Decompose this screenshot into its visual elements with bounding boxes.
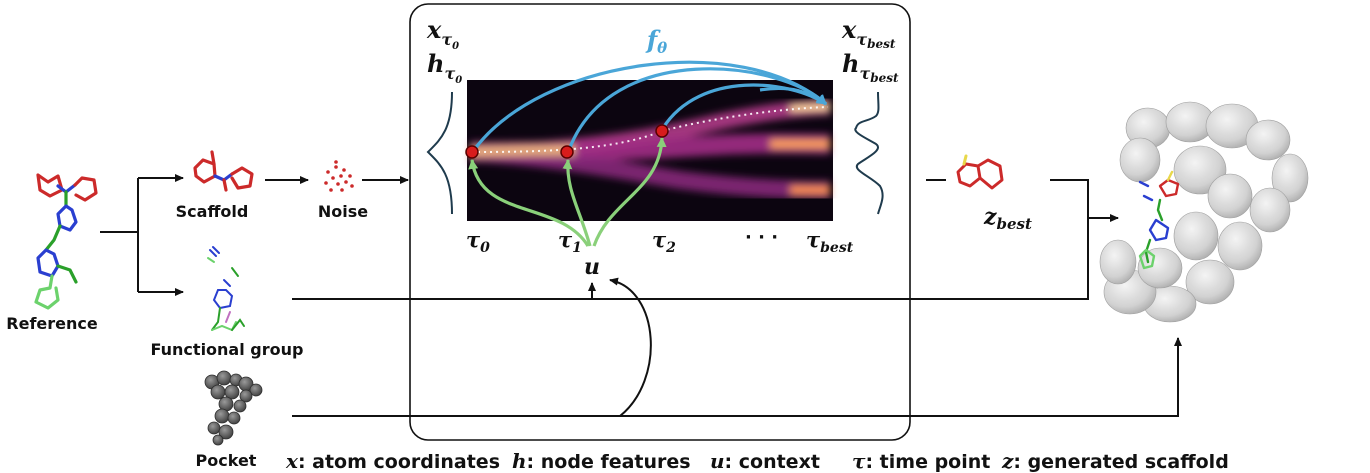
tau-2-label: τ2 [652,227,676,256]
timeline-labels: τ0 τ1 τ2 · · · τbest [466,227,854,256]
svg-text:xτbest: xτbest [841,15,896,51]
legend-generated-scaffold: z: generated scaffold [1001,449,1229,473]
protein-surface [1099,101,1309,323]
timeline-ellipsis: · · · [745,227,778,248]
legend-node-features: h: node features [512,449,691,473]
initial-state-labels: xτ0 hτ0 [426,15,462,86]
conditioning-lines [292,179,1182,417]
f-theta-arrows [472,60,828,151]
model-box [409,3,911,441]
legend-context: u: context [710,449,820,473]
initial-distribution-curve [426,91,453,215]
final-state-labels: xτbest hτbest [841,15,899,85]
context-u-label: u [584,254,600,280]
legend-time-point: τ: time point [852,449,990,473]
reference-label: Reference [6,314,98,333]
noise-points [324,160,354,192]
svg-text:hτ0: hτ0 [427,49,462,86]
reference-molecule [34,173,98,310]
generated-scaffold-molecule [956,154,1004,190]
noise-label: Noise [318,202,368,221]
pocket-surface [204,370,263,446]
scaffold-molecule [193,150,254,192]
svg-text:hτbest: hτbest [842,49,899,85]
time-markers [465,124,669,159]
scaffold-label: Scaffold [176,202,249,221]
legend-atom-coordinates: x: atom coordinates [285,449,500,473]
tau-1-label: τ1 [558,227,582,256]
tau-best-label: τbest [806,227,854,256]
docked-molecule [1138,170,1180,270]
svg-text:xτ0: xτ0 [426,15,459,52]
legend: x: atom coordinates h: node features u: … [285,449,1229,473]
final-distribution-curve [854,91,884,215]
reference-branch-arrows [100,174,184,296]
f-theta-label: fθ [645,25,667,57]
flow-heatmap [467,80,833,221]
z-best-label: zbest [983,204,1032,233]
functional-group-molecule [207,246,245,332]
pocket-label: Pocket [196,451,257,470]
context-arrows [468,137,667,247]
functional-group-label: Functional group [151,340,304,359]
tau-0-label: τ0 [466,227,490,256]
